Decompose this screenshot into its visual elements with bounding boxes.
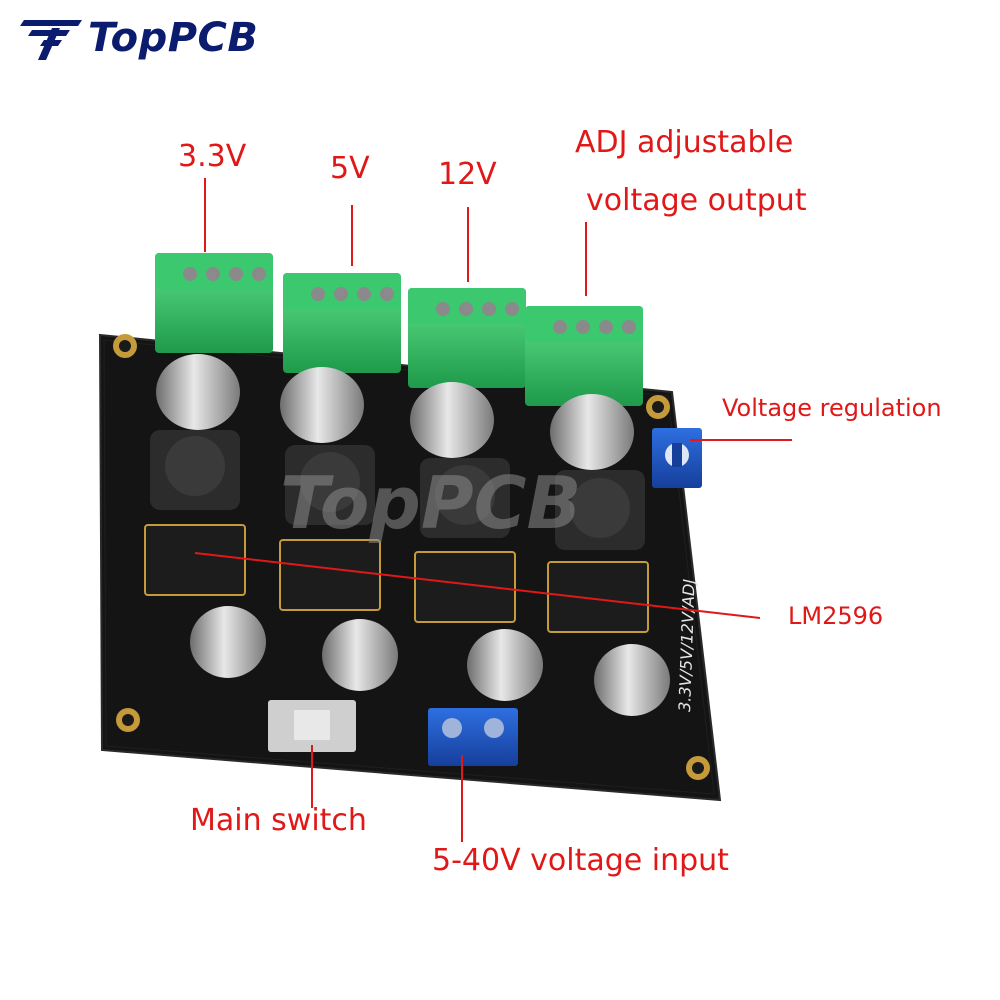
board-silkscreen: 3.3V/5V/12V/ADJ <box>675 578 699 712</box>
output-terminal-5v <box>283 273 401 373</box>
callout-main-switch: Main switch <box>190 803 367 838</box>
callout-voltage-regulation: Voltage regulation <box>722 394 942 422</box>
callout-lm2596: LM2596 <box>788 602 884 630</box>
input-terminal <box>428 708 518 766</box>
output-terminal-adj <box>525 306 643 406</box>
brand-logo: TopPCB <box>18 14 258 62</box>
inductors <box>150 430 645 550</box>
output-terminal-3v3 <box>155 253 273 353</box>
output-terminal-12v <box>408 288 526 388</box>
callout-5v-output: 5V <box>330 151 370 186</box>
output-capacitors <box>156 354 634 470</box>
callout-12v-output: 12V <box>438 157 497 192</box>
main-switch <box>268 700 356 752</box>
callout-3v3-output: 3.3V <box>178 139 247 174</box>
brand-mark-icon <box>20 20 82 60</box>
brand-name: TopPCB <box>88 15 259 61</box>
callout-adj-output-line2: voltage output <box>586 183 807 218</box>
watermark-text: TopPCB <box>280 461 581 545</box>
callout-voltage-input: 5-40V voltage input <box>432 843 729 878</box>
callout-leader-lines <box>194 178 792 842</box>
callout-adj-output-line1: ADJ adjustable <box>575 125 794 160</box>
input-capacitors <box>190 606 670 716</box>
lm2596-regulators <box>144 524 649 633</box>
potentiometer <box>652 428 702 488</box>
mounting-holes <box>113 334 710 780</box>
